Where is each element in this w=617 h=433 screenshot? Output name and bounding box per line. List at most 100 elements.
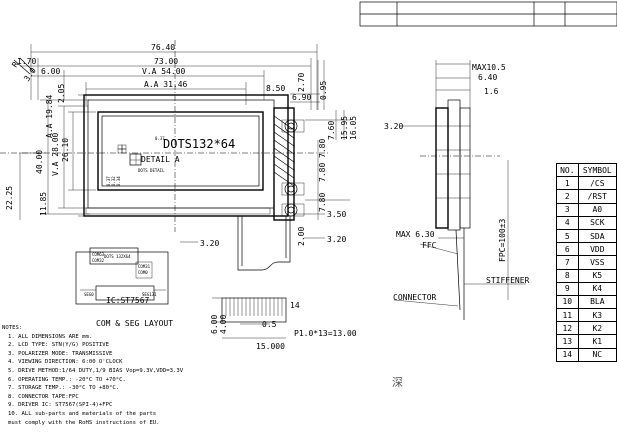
fpc-pin-detail: 14 6.00 4.00 0.5 P1.0*13=13.00 15.000 (210, 297, 357, 351)
front-view: 76.40 73.00 V.A 54.00 A.A 31.46 1.70 6.0… (0, 40, 358, 271)
dim-15-95: 15.95 (340, 116, 349, 140)
dim-0-32: 0.32 (111, 176, 116, 186)
pin-symbol: K2 (577, 321, 617, 336)
dim-overall-width: 76.40 (151, 43, 175, 52)
pin-number: 7 (556, 255, 579, 270)
pin-number: 3 (556, 202, 579, 217)
dim-fpc-length: FPC=100±3 (498, 218, 507, 262)
pin-number: 14 (556, 347, 579, 362)
pin-number: 12 (556, 321, 579, 336)
pin-number: 1 (556, 176, 579, 191)
dim-pin-14: 14 (290, 301, 300, 310)
pin-symbol: NC (577, 347, 617, 362)
dim-0-95: 0.95 (319, 81, 328, 100)
pin-number: 2 (556, 189, 579, 204)
layout-com0: COM0 (138, 270, 148, 275)
dim-3-20-bottom: 3.20 (200, 239, 219, 248)
note-line: 10. ALL sub-parts and materials of the p… (8, 410, 157, 417)
layout-com31: COM31 (138, 264, 151, 269)
pin-number: 5 (556, 228, 579, 244)
dim-0-5: 0.5 (262, 320, 277, 329)
pin-row: 2/RST (556, 189, 617, 204)
pin-symbol: K3 (577, 308, 617, 323)
layout-caption: COM & SEG LAYOUT (96, 319, 173, 328)
dim-6-00-fpc: 6.00 (210, 315, 219, 334)
notes-title: NOTES: (2, 325, 23, 331)
dim-0-34: 0.34 (116, 176, 121, 186)
dim-15-000: 15.000 (256, 342, 285, 351)
pin-number: 4 (556, 215, 579, 230)
layout-com32: COM32 (92, 258, 105, 263)
dim-6-40: 6.40 (478, 73, 497, 82)
dim-max-6-30: MAX 6.30 (396, 230, 435, 239)
side-view: MAX10.5 6.40 1.6 3.20 FPC=100±3 MAX 6.30… (384, 60, 530, 320)
dim-max-10-5: MAX10.5 (472, 63, 506, 72)
dim-height-40: 40.00 (35, 150, 44, 174)
label-ffc: FFC (422, 241, 437, 250)
dim-1-70: 1.70 (17, 57, 36, 66)
dim-26-10: 26.10 (61, 138, 70, 162)
note-line: 9. DRIVER IC: ST7567(SPI-4)+FPC (8, 402, 113, 409)
note-line: 3. POLARIZER MODE: TRANSMISSIVE (8, 350, 113, 357)
dim-2-00: 2.00 (297, 227, 306, 246)
dim-2-70: 2.70 (297, 73, 306, 92)
dim-va-height: V.A 28.00 (51, 132, 60, 176)
pin-symbol: /RST (577, 189, 617, 204)
note-line: 2. LCD TYPE: STN(Y/G) POSITIVE (8, 342, 110, 349)
pin-header-no: NO. (556, 162, 579, 178)
note-line: 7. STORAGE TEMP.: -30°C TO +80°C. (8, 385, 120, 392)
dim-3-20-side: 3.20 (384, 122, 403, 131)
corner-3-0: 3.0 (22, 66, 38, 83)
fpc-tail (237, 216, 291, 271)
pin-header-symbol: SYMBOL (577, 162, 617, 178)
dim-7-80-b: 7.80 (318, 163, 327, 182)
dim-6-90: 6.90 (292, 93, 311, 102)
dim-0-37-detail: 0.37 (106, 176, 111, 186)
dim-pitch: P1.0*13=13.00 (294, 329, 357, 338)
pin-symbol: K5 (577, 268, 617, 283)
layout-dots: DOTS 132X64 (104, 254, 131, 259)
pin-symbol: K1 (577, 334, 617, 349)
note-line: 1. ALL DIMENSIONS ARE mm. (8, 333, 93, 340)
pin-symbol: VSS (577, 255, 617, 270)
dim-11-85: 11.85 (39, 192, 48, 216)
dim-aa-width: A.A 31.46 (144, 80, 188, 89)
note-line: 4. VIEWING DIRECTION: 6:00 O'CLOCK (8, 359, 123, 366)
label-connector: CONNECTOR (393, 293, 437, 302)
pin-symbol: BLA (577, 294, 617, 310)
pin-number: 11 (556, 308, 579, 323)
pin-number: 10 (556, 294, 579, 310)
corner-radius: R (10, 60, 20, 69)
dim-4-00: 4.00 (219, 315, 228, 334)
dim-3-20-right: 3.20 (327, 235, 346, 244)
dots-detail-label: DOTS DETAIL (138, 168, 165, 173)
pin-number: 13 (556, 334, 579, 349)
layout-ic: IC:ST7567 (106, 296, 150, 305)
dim-2-05: 2.05 (57, 84, 66, 103)
note-line: must comply with the RoHS instructions o… (8, 419, 160, 426)
active-area (97, 111, 264, 191)
stamp-glyph: 深 (392, 376, 403, 389)
pin-symbol: SCK (577, 215, 617, 230)
dim-width-73: 73.00 (154, 57, 178, 66)
dim-7-80-c: 7.80 (318, 193, 327, 212)
pin-symbol: K4 (577, 281, 617, 296)
pin-number: 8 (556, 268, 579, 283)
dots-label: DOTS132*64 (163, 137, 235, 151)
note-line: 5. DRIVE METHOD:1/64 DUTY,1/9 BIAS Vop=9… (8, 367, 184, 374)
dim-aa-height: A.A 19.84 (45, 94, 54, 138)
note-line: 8. CONNECTOR TAPE:FPC (8, 393, 79, 400)
note-line: 6. OPERATING TEMP.: -20°C TO +70°C. (8, 376, 126, 383)
dim-8-50: 8.50 (266, 84, 285, 93)
pin-number: 6 (556, 242, 579, 257)
